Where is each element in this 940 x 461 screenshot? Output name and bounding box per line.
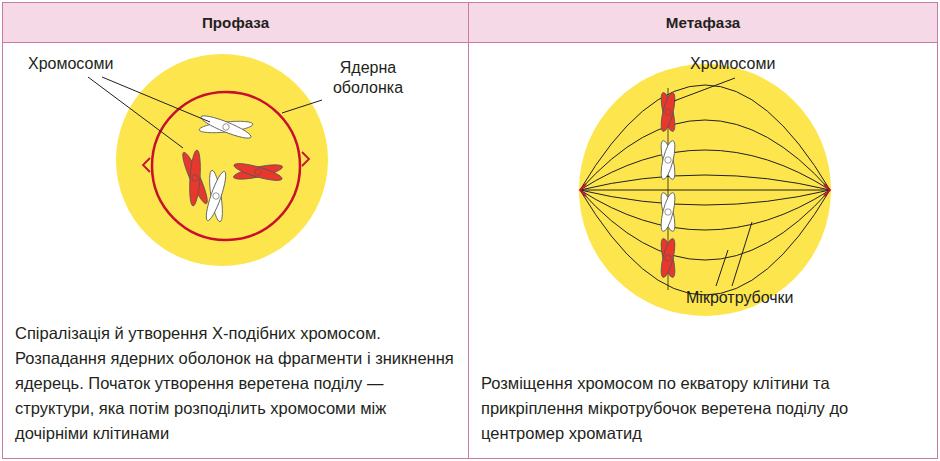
metaphase-cell: [579, 64, 831, 316]
chromatid: [658, 139, 677, 180]
phase-title: Профаза: [202, 14, 269, 31]
chromatid: [199, 112, 253, 142]
microtubule: [580, 120, 830, 190]
leader-line: [732, 222, 752, 286]
chromatid: [233, 160, 284, 183]
chromatid: [658, 237, 677, 278]
chromosome: [658, 191, 677, 232]
chromatid: [188, 150, 202, 207]
chromatid: [658, 139, 677, 180]
chromosome: [179, 148, 212, 208]
chromosome: [658, 139, 677, 180]
chromosome: [658, 91, 677, 132]
prophase-cell: [88, 54, 328, 266]
leader-line: [716, 250, 728, 286]
leader-line: [102, 77, 210, 122]
microtubule: [580, 190, 830, 205]
cell-body: [579, 64, 831, 316]
phase-description: Спіралізація й утворення X-подібних хром…: [15, 321, 454, 446]
phase-cell: Розміщення хромосом по екватору клітини …: [468, 42, 938, 459]
phase-cell: Спіралізація й утворення X-подібних хром…: [2, 42, 469, 459]
phase-title: Метафаза: [666, 14, 741, 31]
microtubule: [580, 85, 830, 190]
chromatid: [658, 191, 677, 232]
chromatid: [179, 150, 211, 205]
chromatid: [203, 170, 229, 222]
leader-line: [282, 100, 322, 113]
microtubule: [580, 190, 830, 295]
spindle-pole-mark: [580, 184, 586, 196]
part-label: Мікротрубочки: [686, 288, 846, 308]
spindle-fibres: [580, 85, 830, 295]
centromere: [222, 123, 229, 130]
microtubule: [580, 150, 830, 190]
part-label: Хромосоми: [690, 54, 810, 74]
chromosome: [658, 237, 677, 278]
cell-body: [116, 54, 328, 266]
chromosome-group: [658, 91, 677, 278]
phase-header: Метафаза: [468, 2, 938, 43]
chromosome: [197, 112, 254, 142]
chromatid: [658, 91, 677, 132]
microtubule: [580, 190, 830, 260]
part-label: Хромосоми: [28, 54, 148, 74]
centromere: [665, 209, 671, 215]
centromere: [665, 157, 671, 163]
chromosome: [232, 160, 284, 184]
chromatid: [658, 191, 677, 232]
nuclear-envelope: [152, 92, 300, 240]
centromere: [213, 193, 220, 200]
centromere: [191, 174, 198, 181]
microtubule: [580, 190, 830, 230]
leader-line: [88, 77, 183, 148]
chromatid: [658, 237, 677, 278]
spindle-pole-mark: [143, 158, 150, 172]
spindle-pole-mark: [824, 184, 830, 196]
chromosome: [203, 169, 230, 224]
phase-header: Профаза: [2, 2, 469, 43]
chromatid: [658, 91, 677, 132]
part-label: Ядерна оболонка: [312, 58, 424, 98]
centromere: [665, 109, 671, 115]
microtubule: [580, 190, 830, 191]
spindle-pole-mark: [302, 152, 309, 166]
phase-description: Розміщення хромосом по екватору клітини …: [481, 371, 855, 446]
centromere: [255, 169, 262, 176]
microtubule: [580, 175, 830, 190]
chromosome-group: [179, 112, 284, 223]
centromere: [665, 255, 671, 261]
leader-line: [674, 78, 735, 101]
